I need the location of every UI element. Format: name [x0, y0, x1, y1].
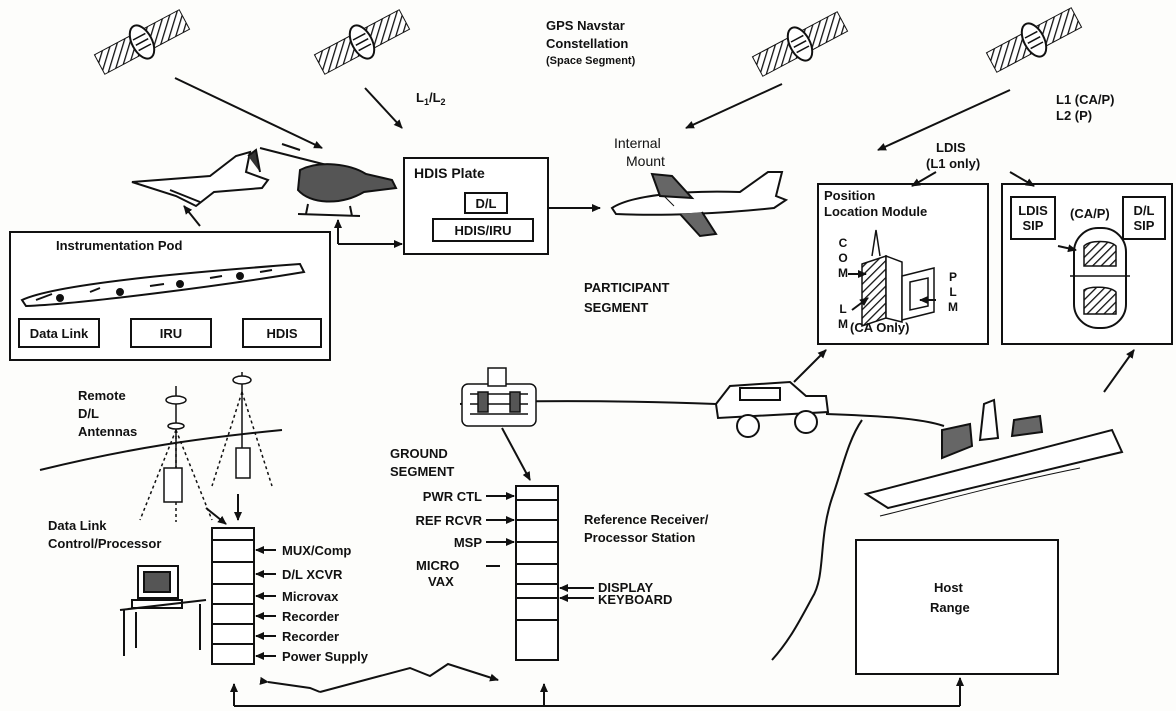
sip-ldis-label: LDIS: [1018, 203, 1048, 218]
internal-mount-2: Mount: [626, 153, 665, 169]
remote-2: D/L: [78, 406, 99, 421]
dl-control-2: Control/Processor: [48, 536, 162, 551]
computer-terminal-icon: [119, 565, 207, 656]
left-rack-label-0: MUX/Comp: [282, 543, 352, 558]
dl-control-1: Data Link: [48, 518, 107, 533]
host-range-1: Host: [934, 580, 963, 595]
pod-datalink: Data Link: [18, 318, 100, 348]
plm-plm-label: PLM: [948, 270, 958, 314]
host-range-2: Range: [930, 600, 970, 615]
antenna-icon: [139, 386, 213, 522]
satellite-icon: [313, 9, 411, 75]
sip-ldis-sip-label: SIP: [1022, 218, 1044, 233]
satellite-icon: [751, 11, 849, 77]
ref-rcvr-label: REF RCVR: [415, 513, 482, 528]
sip-dl-label: D/L: [1133, 203, 1155, 218]
jeep-icon: [714, 380, 830, 438]
fighter-jet-icon: [131, 148, 270, 208]
pod-hdis: HDIS: [242, 318, 322, 348]
plm-title-2: Location Module: [824, 204, 928, 219]
participant-segment-2: SEGMENT: [584, 300, 649, 315]
antenna-icon: [211, 372, 273, 487]
satellite-icon: [985, 7, 1083, 73]
shoreline: [771, 419, 863, 661]
pod-iru: IRU: [130, 318, 212, 348]
l1-l2-label: L1/L2: [416, 90, 446, 107]
remote-1: Remote: [78, 388, 126, 403]
msp-label: MSP: [453, 535, 482, 550]
plm-lm-label: LM: [838, 302, 848, 331]
display-label: DISPLAY: [598, 580, 654, 595]
hdis-plate-title: HDIS Plate: [414, 165, 485, 181]
plm-title-1: Position: [824, 188, 876, 203]
micro-label: MICRO: [416, 558, 460, 573]
helicopter-icon: [259, 143, 398, 217]
dl-processor-rack: [211, 527, 255, 665]
plm-com-label: COM: [838, 236, 848, 280]
ref-station-1: Reference Receiver/: [584, 512, 709, 527]
space-title-1: GPS Navstar: [546, 18, 625, 33]
pod-title: Instrumentation Pod: [56, 238, 183, 253]
satellite-icon: [93, 9, 191, 75]
pod-icon: [20, 262, 306, 308]
host-range-box: [855, 539, 1059, 675]
sip-dl-sip-label: SIP: [1133, 218, 1155, 233]
space-title-3: (Space Segment): [546, 55, 636, 67]
pwr-ctl-label: PWR CTL: [422, 489, 482, 504]
l1-cap-label: L1 (CA/P): [1056, 92, 1115, 107]
remote-3: Antennas: [78, 424, 138, 439]
sip-cap-label: (CA/P): [1070, 206, 1110, 221]
plm-module-icon: [861, 229, 935, 328]
internal-mount-1: Internal: [614, 135, 661, 151]
left-rack-label-4: Recorder: [282, 629, 340, 644]
ground-segment-1: GROUND: [390, 446, 448, 461]
ship-icon: [863, 398, 1124, 517]
gps-receiver-icon: [461, 367, 537, 427]
ldis-label-1: LDIS: [936, 140, 966, 155]
left-rack-label-1: D/L XCVR: [282, 567, 343, 582]
plm-ca-only: (CA Only): [850, 320, 910, 335]
left-rack-label-2: Microvax: [282, 589, 339, 604]
vax-label: VAX: [428, 574, 454, 589]
ref-receiver-rack: [515, 485, 559, 661]
ldis-label-2: (L1 only): [926, 156, 981, 171]
sip-unit-icon: [1070, 227, 1130, 329]
cargo-aircraft-icon: [610, 171, 789, 238]
ref-station-2: Processor Station: [584, 530, 696, 545]
keyboard-label: KEYBOARD: [598, 592, 673, 607]
ground-segment-2: SEGMENT: [390, 464, 455, 479]
sip-ldis-box: LDIS SIP: [1010, 196, 1056, 240]
sip-dl-box: D/L SIP: [1122, 196, 1166, 240]
signal-arrows: [174, 77, 1011, 151]
l2-p-label: L2 (P): [1056, 108, 1093, 123]
hdis-plate-iru: HDIS/IRU: [432, 218, 534, 242]
space-title-2: Constellation: [546, 36, 629, 51]
participant-segment-1: PARTICIPANT: [584, 280, 670, 295]
left-rack-label-3: Recorder: [282, 609, 340, 624]
left-rack-label-5: Power Supply: [282, 649, 368, 664]
data-link-bus: [230, 662, 964, 707]
hdis-plate-dl: D/L: [464, 192, 508, 214]
